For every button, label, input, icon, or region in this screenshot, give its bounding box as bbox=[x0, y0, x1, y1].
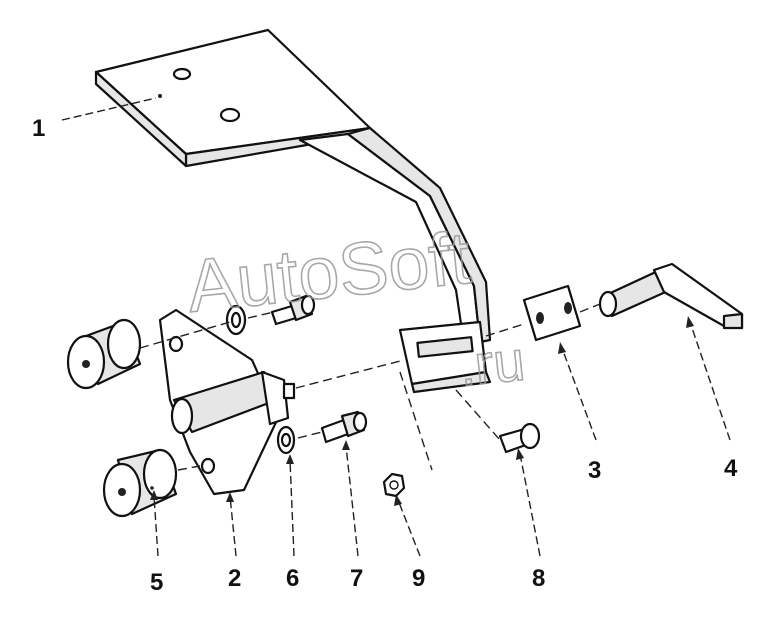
callout-9: 9 bbox=[412, 565, 425, 592]
callout-labels: 1 2 3 4 5 6 7 8 9 bbox=[32, 115, 738, 596]
callout-2: 2 bbox=[228, 565, 241, 592]
part-3-plate bbox=[522, 284, 582, 342]
part-4-lever bbox=[598, 262, 744, 330]
callout-4: 4 bbox=[724, 455, 738, 482]
callout-7: 7 bbox=[350, 565, 363, 592]
watermark-text-suffix: .ru bbox=[456, 329, 528, 398]
callout-3: 3 bbox=[588, 457, 601, 484]
part-5-bumpers bbox=[66, 318, 178, 518]
callout-1: 1 bbox=[32, 115, 45, 142]
part-7-bolts bbox=[270, 294, 368, 444]
callout-leaders bbox=[61, 97, 731, 557]
assembly-axes bbox=[139, 303, 601, 471]
callout-6: 6 bbox=[286, 565, 299, 592]
part-9-nut bbox=[382, 472, 406, 498]
part-1-pedal bbox=[94, 28, 492, 394]
watermark-text-main: AutoSoft bbox=[183, 216, 474, 328]
part-2-bracket bbox=[158, 308, 296, 496]
callout-5: 5 bbox=[150, 569, 163, 596]
part-8-pin bbox=[498, 422, 541, 454]
part-6-washers bbox=[225, 304, 296, 455]
callout-8: 8 bbox=[532, 565, 545, 592]
